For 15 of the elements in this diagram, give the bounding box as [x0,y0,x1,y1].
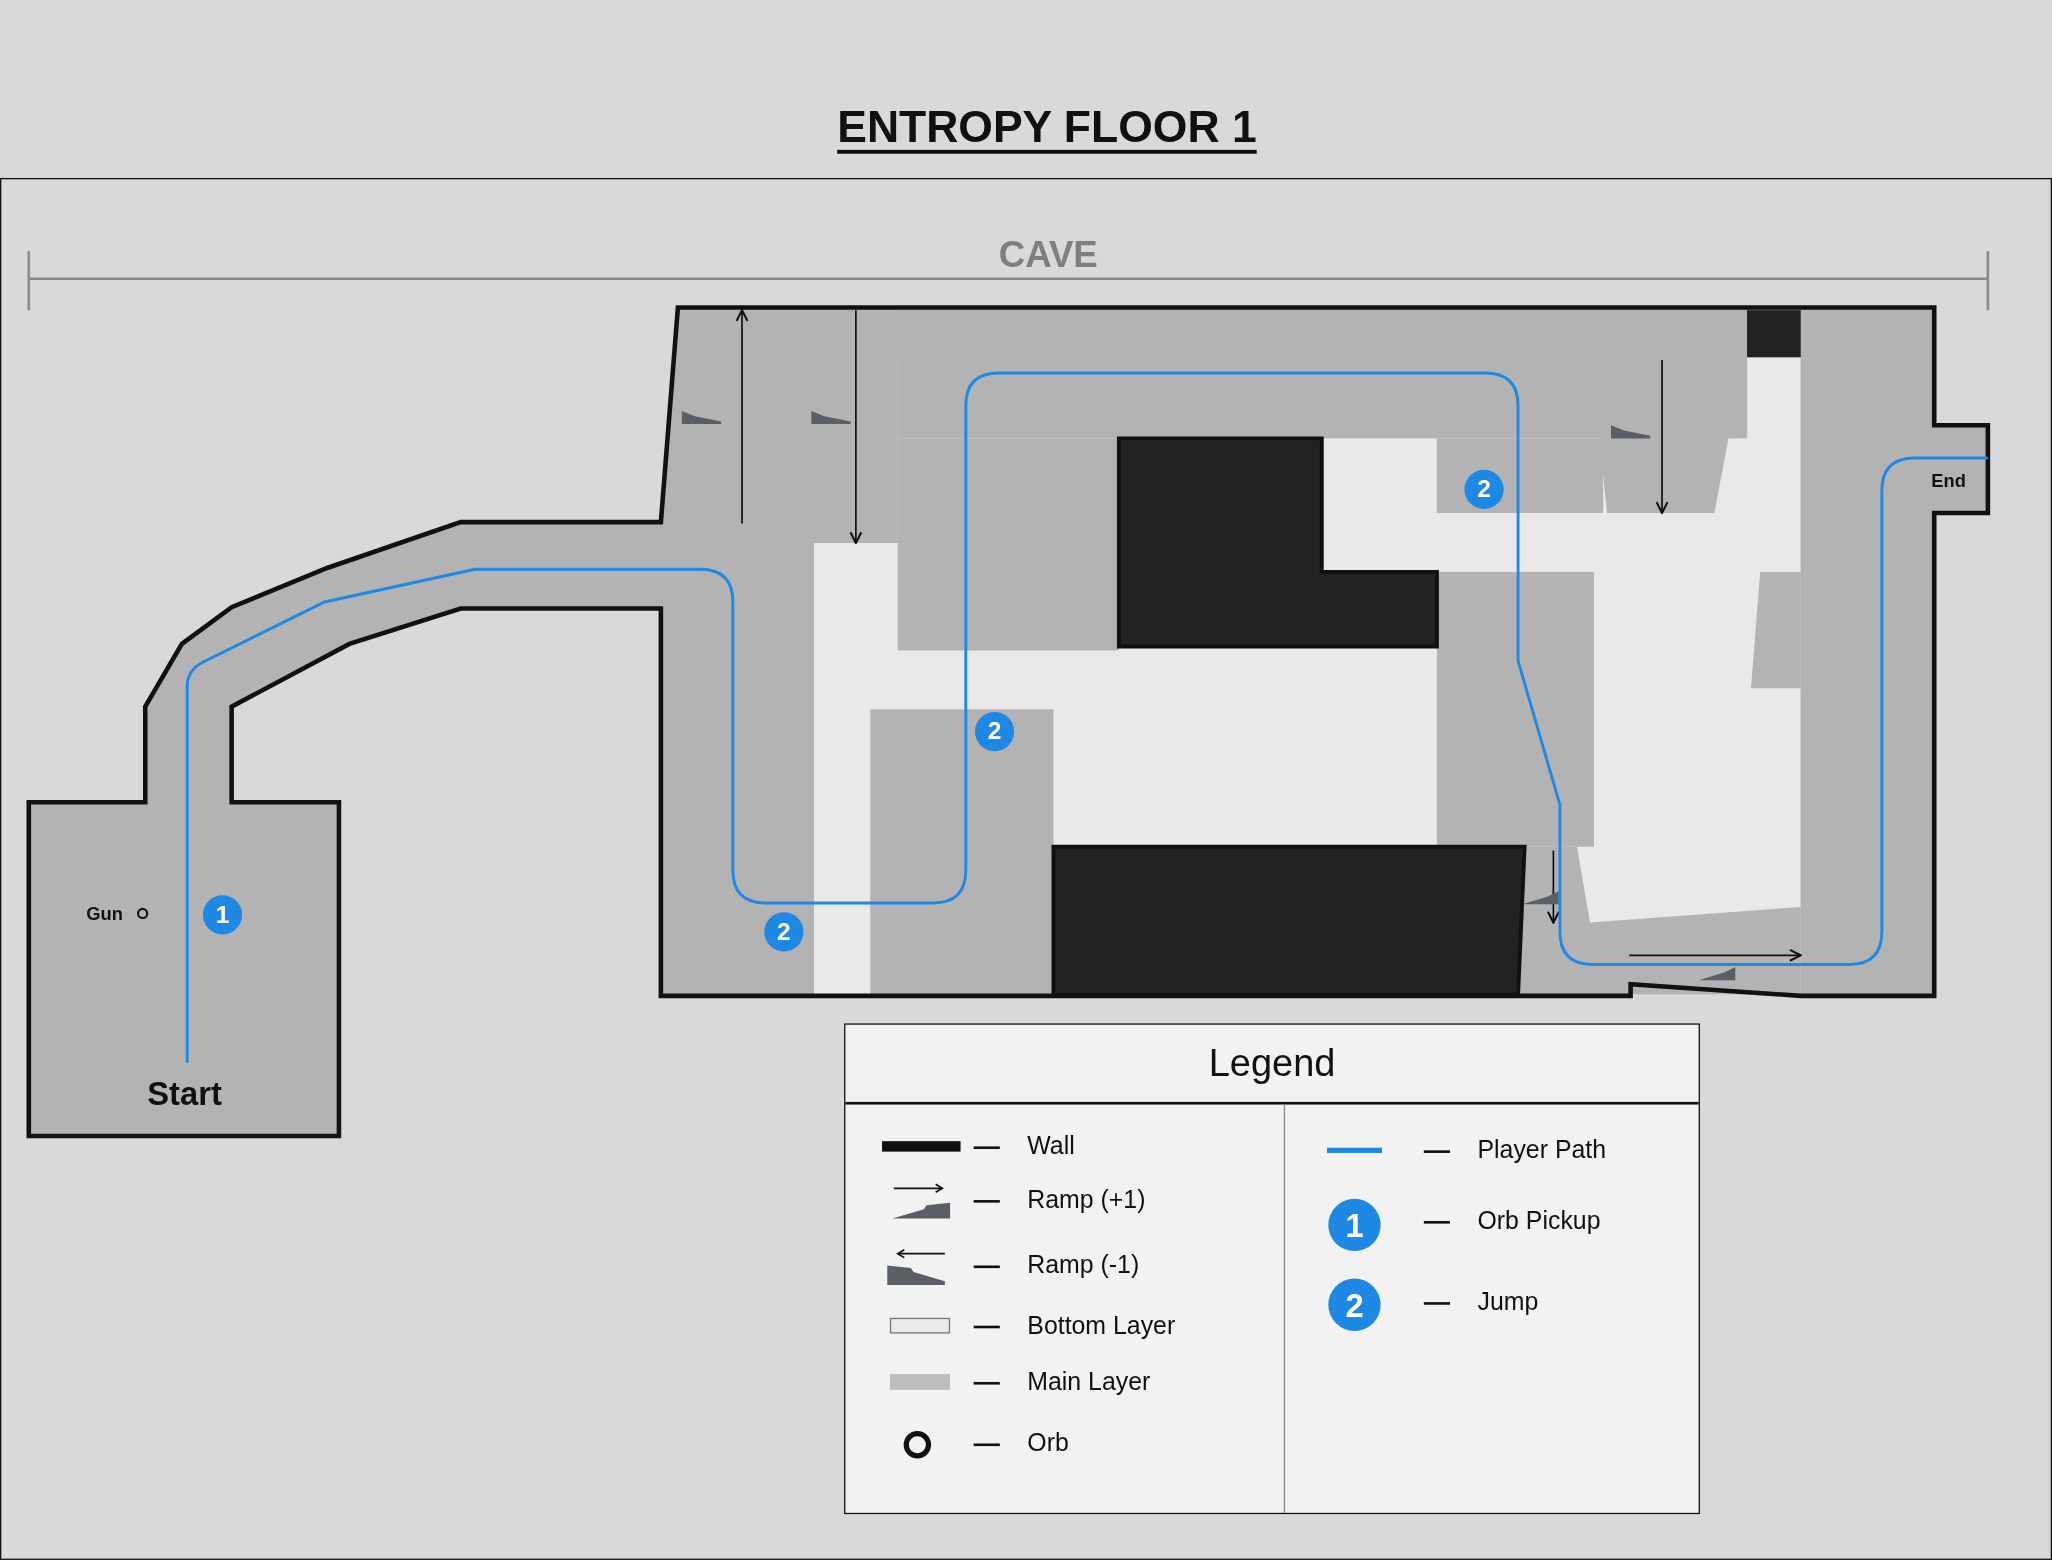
legend-text: Bottom Layer [1027,1311,1176,1341]
dimension-label: CAVE [998,234,1098,277]
legend-text: Jump [1477,1287,1539,1317]
legend-text: Ramp (-1) [1027,1251,1140,1280]
legend-text: Main Layer [1027,1367,1151,1397]
map-label: Gun [86,903,123,924]
legend-text: Orb [1027,1429,1069,1458]
title: ENTROPY FLOOR 1 [837,101,1257,153]
map-label: Start [147,1075,222,1114]
legend-text: Orb Pickup [1477,1206,1601,1236]
legend-heading: Legend [845,1024,1699,1105]
legend-text: Wall [1027,1132,1075,1161]
map-label: End [1931,469,1966,491]
legend-text: Player Path [1477,1135,1607,1165]
legend-text: Ramp (+1) [1027,1185,1146,1215]
